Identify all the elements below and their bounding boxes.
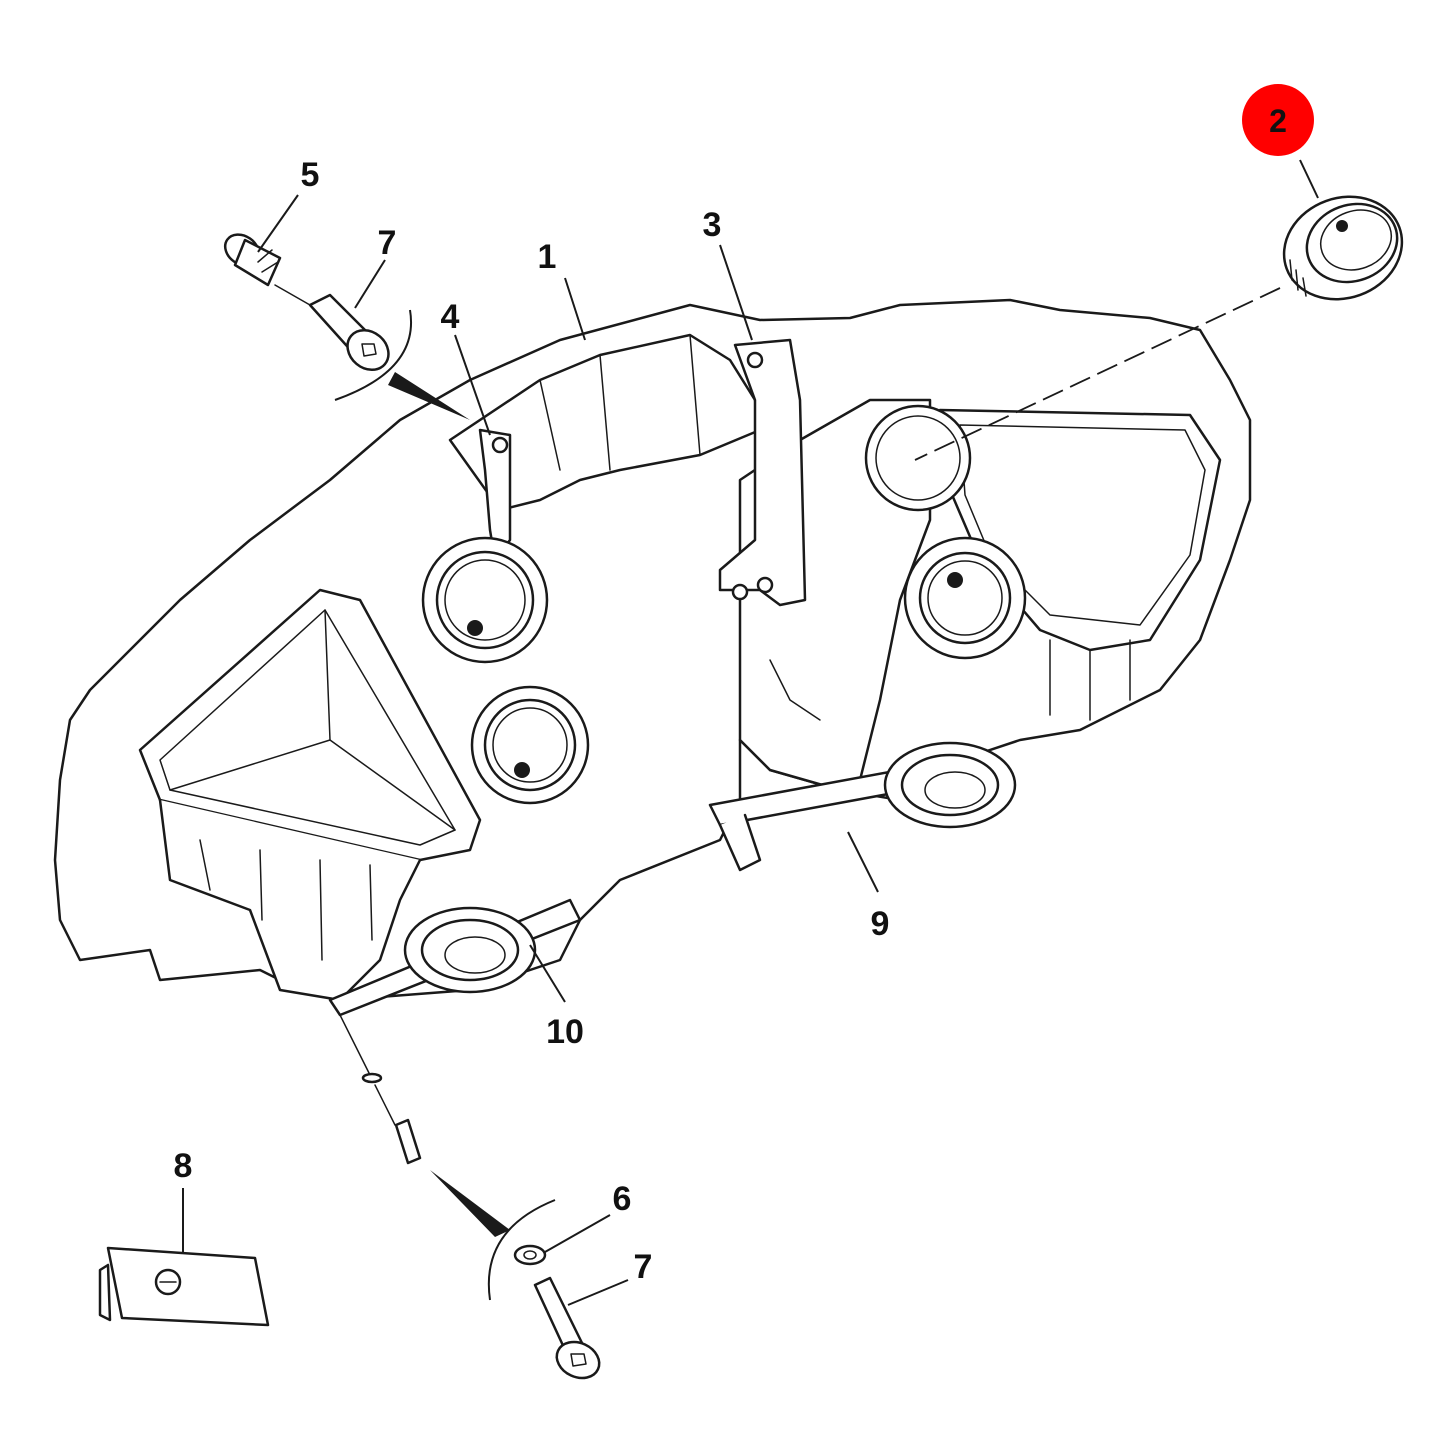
left-upper-socket — [421, 536, 549, 664]
callout-9: 9 — [871, 905, 890, 943]
leader-lines — [182, 159, 1319, 1306]
left-lower-socket — [470, 685, 590, 805]
callout-3: 3 — [703, 206, 722, 244]
clip-8 — [98, 1246, 270, 1327]
callout-1: 1 — [538, 238, 557, 276]
callout-7-upper: 7 — [378, 224, 397, 262]
callout-4: 4 — [441, 298, 460, 336]
callout-5: 5 — [301, 156, 320, 194]
washer-6 — [513, 1244, 547, 1266]
bulb-5 — [223, 233, 282, 287]
callout-2-highlight — [1242, 84, 1314, 156]
callout-6: 6 — [613, 1180, 632, 1218]
pointer-arrow-upper — [388, 372, 470, 420]
screw-7-lower — [533, 1276, 601, 1380]
lower-fastener-chain — [339, 1014, 422, 1165]
socket-cap-2 — [1282, 195, 1404, 301]
mounting-bracket-3 — [718, 338, 807, 607]
callout-2: 2 — [1269, 103, 1287, 139]
callout-8: 8 — [174, 1147, 193, 1185]
right-bulb-cap — [883, 741, 1017, 829]
pointer-arrow-lower — [430, 1170, 510, 1237]
right-middle-socket — [903, 536, 1027, 660]
callout-7-lower: 7 — [634, 1248, 653, 1286]
left-bulb-cap-10 — [403, 906, 537, 994]
screw-7-upper — [308, 293, 390, 372]
headlamp-housing — [53, 298, 1252, 1017]
callout-10: 10 — [546, 1013, 584, 1051]
